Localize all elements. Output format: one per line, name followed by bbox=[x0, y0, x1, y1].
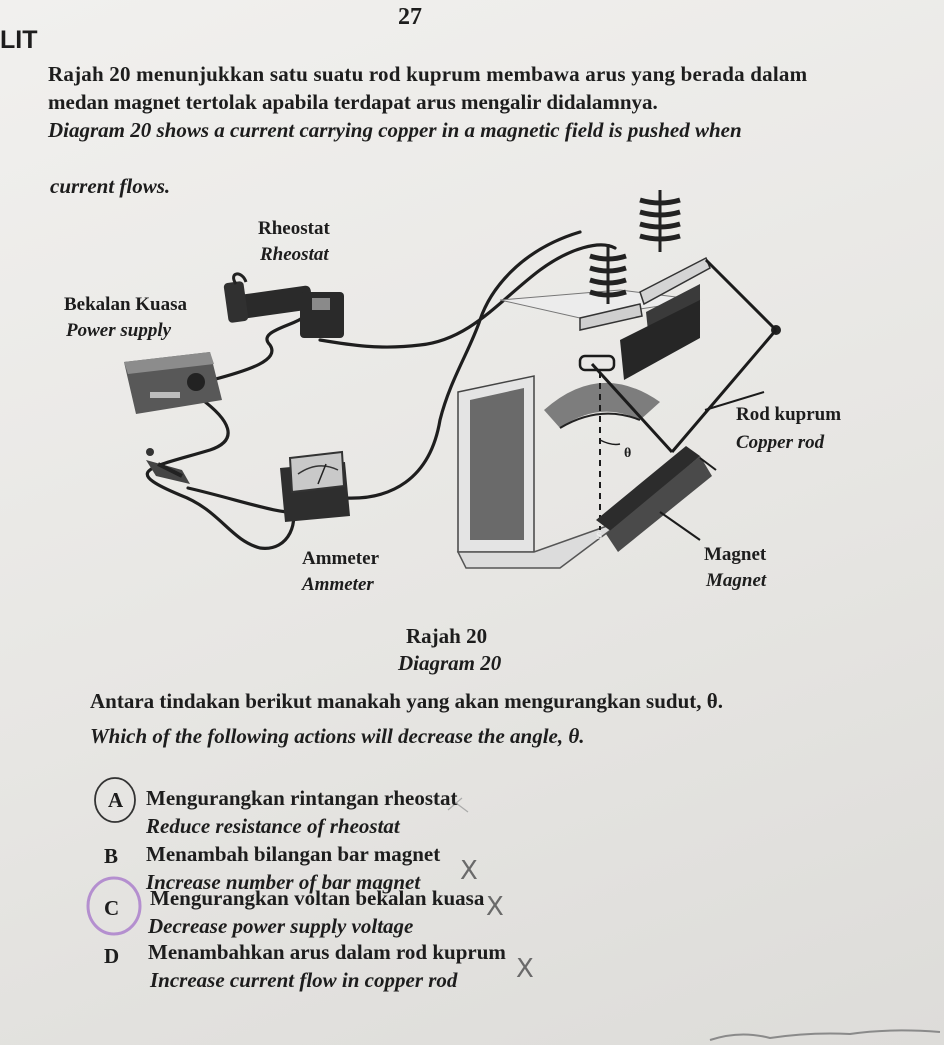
power-supply bbox=[124, 352, 222, 414]
label-ammeter-en: Ammeter bbox=[302, 574, 374, 595]
question-stem-ms-line1: Rajah 20 menunjukkan satu suatu rod kupr… bbox=[48, 62, 808, 86]
option-b-cross-mark: X bbox=[460, 856, 478, 886]
label-leaders bbox=[659, 391, 765, 541]
diagram-caption-en: Diagram 20 bbox=[398, 651, 502, 675]
page-number: 27 bbox=[398, 4, 422, 30]
option-c-en[interactable]: Decrease power supply voltage bbox=[148, 914, 414, 938]
option-b-letter[interactable]: B bbox=[104, 844, 119, 868]
top-holder bbox=[579, 256, 781, 380]
prompt-en: Which of the following actions will decr… bbox=[90, 724, 585, 748]
option-c-ms[interactable]: Mengurangkan voltan bekalan kuasa bbox=[150, 886, 485, 910]
prompt-ms: Antara tindakan berikut manakah yang aka… bbox=[90, 689, 723, 713]
question-stem-en-line2: current flows. bbox=[50, 174, 171, 198]
ammeter bbox=[280, 450, 350, 522]
option-c-letter[interactable]: C bbox=[104, 896, 120, 920]
option-a-en[interactable]: Reduce resistance of rheostat bbox=[146, 814, 400, 838]
protractor bbox=[544, 382, 660, 429]
option-a-circle bbox=[94, 777, 136, 823]
diagram-caption-ms: Rajah 20 bbox=[406, 624, 488, 648]
question-stem-en-line1: Diagram 20 shows a current carrying copp… bbox=[48, 118, 742, 142]
label-pole-s: S bbox=[596, 530, 603, 542]
option-b-en[interactable]: Increase number of bar magnet bbox=[146, 870, 421, 894]
option-a-ms[interactable]: Mengurangkan rintangan rheostat bbox=[146, 786, 458, 810]
option-d-cross-mark: X bbox=[516, 954, 534, 984]
copper-rod bbox=[578, 258, 778, 530]
rheostat bbox=[223, 272, 344, 338]
springs bbox=[589, 190, 681, 304]
question-stem-ms-line2: medan magnet tertolak apabila terdapat a… bbox=[48, 90, 658, 114]
label-magnet-ms: Magnet bbox=[704, 544, 767, 565]
label-rheostat-ms: Rheostat bbox=[258, 218, 330, 239]
option-c-circle bbox=[86, 876, 142, 936]
option-a-letter[interactable]: A bbox=[108, 788, 124, 812]
option-c-cross-mark: X bbox=[486, 892, 504, 922]
label-ammeter-ms: Ammeter bbox=[302, 548, 380, 569]
bottom-magnet bbox=[596, 446, 712, 552]
option-d-en[interactable]: Increase current flow in copper rod bbox=[150, 968, 458, 992]
label-power-ms: Bekalan Kuasa bbox=[64, 294, 188, 315]
option-b-ms[interactable]: Menambah bilangan bar magnet bbox=[146, 842, 441, 866]
label-rheostat-en: Rheostat bbox=[260, 244, 329, 265]
bottom-edge-writing bbox=[709, 1029, 941, 1041]
option-a-pencil-mark bbox=[447, 797, 469, 813]
magnet-stand bbox=[456, 289, 701, 569]
label-rod-en: Copper rod bbox=[736, 432, 825, 453]
option-d-letter[interactable]: D bbox=[104, 944, 120, 968]
label-magnet-en: Magnet bbox=[706, 570, 767, 591]
label-theta: θ bbox=[624, 446, 632, 461]
option-d-ms[interactable]: Menambahkan arus dalam rod kuprum bbox=[148, 940, 506, 964]
header-label: LIT bbox=[0, 26, 38, 54]
switch bbox=[146, 448, 190, 484]
label-rod-ms: Rod kuprum bbox=[736, 404, 842, 425]
label-power-en: Power supply bbox=[66, 320, 172, 341]
